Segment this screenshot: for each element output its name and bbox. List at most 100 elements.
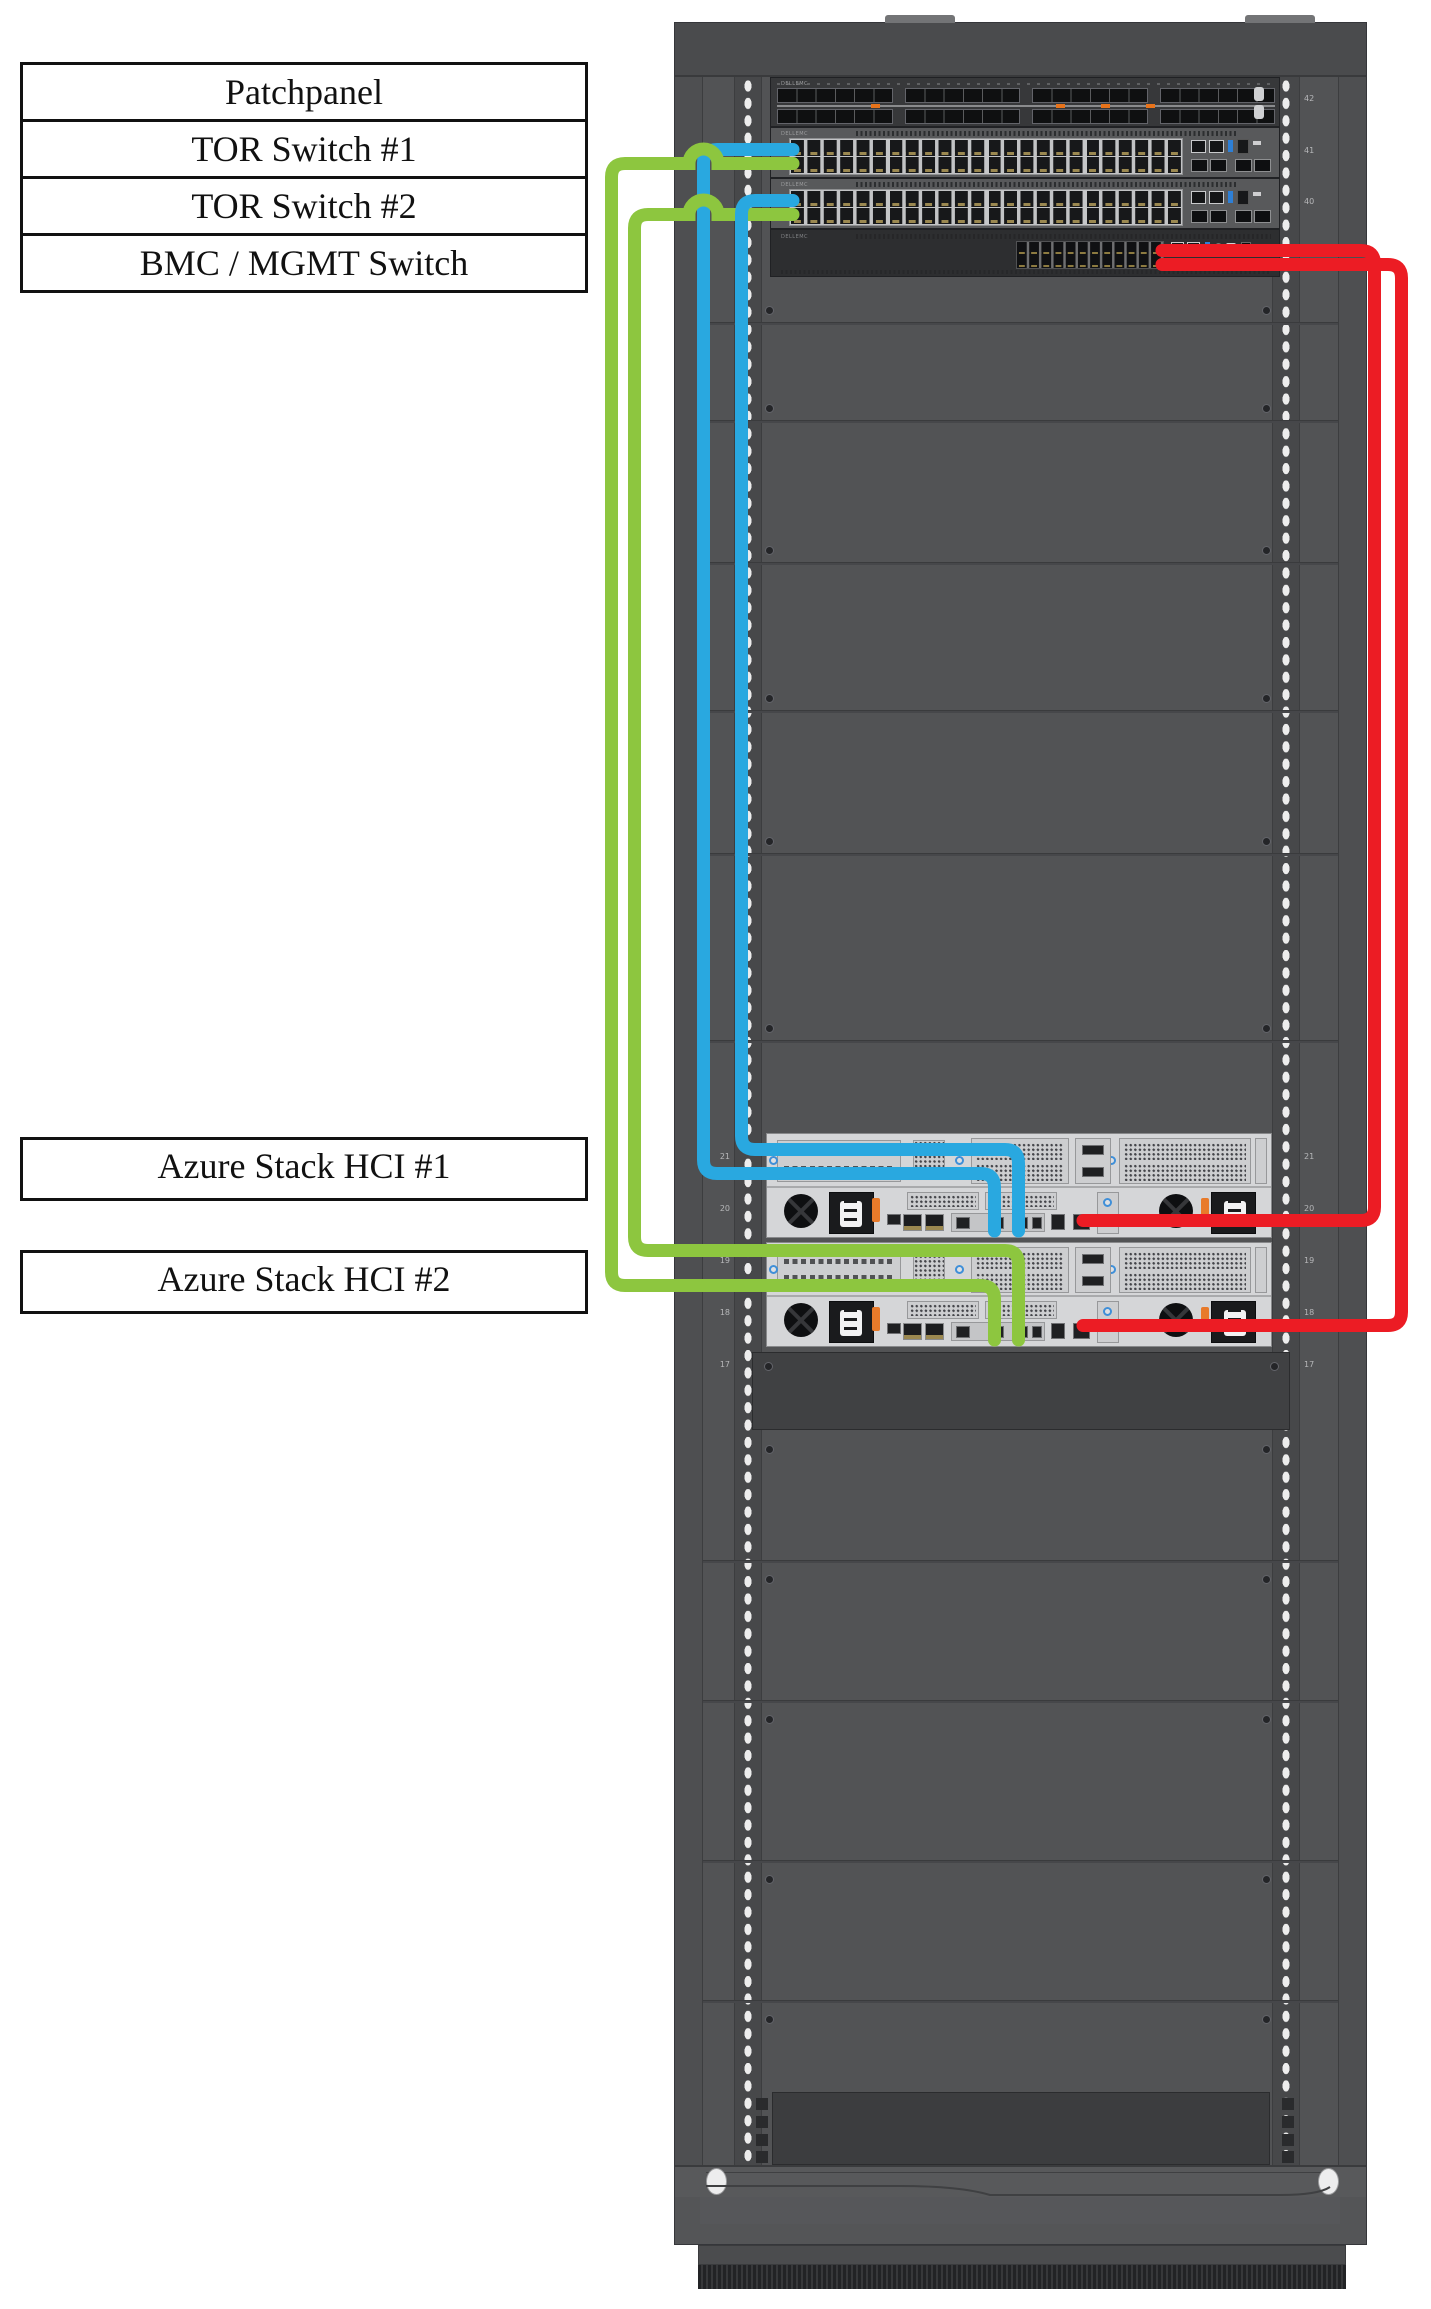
panel-seam: [703, 1040, 1338, 1043]
tor1-console-port: [1253, 141, 1261, 145]
tor-switch-1-unit: DELLEMC: [770, 127, 1280, 178]
panel-screw: [765, 404, 774, 413]
tor2-sfp-port: [1210, 210, 1227, 223]
pcie-riser: [1119, 1247, 1251, 1293]
rack-unit-number: 21: [1304, 1152, 1315, 1161]
panel-clip: [756, 2151, 768, 2163]
psu-clip: [872, 1307, 880, 1331]
panel-clip: [1282, 2134, 1294, 2146]
thumbscrew: [769, 1265, 778, 1274]
panel-seam: [703, 562, 1338, 565]
fan: [784, 1194, 818, 1228]
panel-screw: [1262, 546, 1271, 555]
tor1-stack-display: [1237, 139, 1249, 154]
bmc-console-port: [1226, 243, 1236, 248]
panel-seam: [703, 1700, 1338, 1703]
rack-top-tab: [885, 15, 955, 23]
panel-screw: [765, 1445, 774, 1454]
panel-clip: [1282, 2116, 1294, 2128]
patchpanel-cable-guide: [1254, 87, 1264, 101]
blanking-panel: [752, 1352, 1290, 1430]
tor2-sfp-port: [1191, 210, 1208, 223]
patchpanel-port-group: [1159, 88, 1275, 103]
patchpanel-orange-label: [871, 104, 880, 108]
tor2-sfp-port: [1254, 210, 1271, 223]
panel-screw: [764, 1362, 773, 1371]
rack-unit-number: 20: [1304, 1204, 1315, 1213]
bmc-vent: [781, 270, 1271, 274]
fan: [1159, 1194, 1193, 1228]
rack-right-post: [1338, 77, 1366, 2165]
rack-top-tab: [1245, 15, 1315, 23]
usb-ports: [1051, 1323, 1065, 1339]
panel-screw: [1262, 404, 1271, 413]
nic-slot-strip: [951, 1213, 1045, 1232]
pcie-riser: [971, 1138, 1069, 1184]
tor2-port-group-divider: [886, 190, 890, 225]
thumbscrew: [769, 1156, 778, 1165]
patchpanel-port-group: [904, 88, 1020, 103]
tor1-vent: [856, 131, 1236, 136]
bmc-mgmt-port: [1171, 242, 1184, 254]
patchpanel-orange-label: [1146, 104, 1155, 108]
thumbscrew: [1103, 1198, 1112, 1207]
panel-screw: [765, 306, 774, 315]
tor2-sfp-port: [1235, 210, 1252, 223]
vga-port: [887, 1323, 901, 1334]
idrac-port: [1073, 1214, 1090, 1230]
patchpanel-numbers-strip: [777, 83, 1275, 85]
panel-clip: [756, 2098, 768, 2110]
tor-switch-2-unit: DELLEMC: [770, 178, 1280, 229]
patchpanel-cable-guide: [1254, 105, 1264, 119]
panel-screw: [1270, 1362, 1279, 1371]
tor2-port-group-divider: [985, 190, 989, 225]
psu-right: [1211, 1301, 1256, 1343]
nic-slot-strip: [951, 1322, 1045, 1341]
rack-base: [698, 2245, 1346, 2265]
tor1-sfp-port: [1210, 159, 1227, 172]
rack-right-rail: [1272, 77, 1300, 2165]
io-card: [985, 1301, 1057, 1319]
patchpanel-port-group: [1159, 109, 1275, 124]
panel-clip: [1282, 2098, 1294, 2110]
rack-top-band: [675, 23, 1366, 77]
rack-unit-number: 40: [1304, 197, 1315, 206]
tor2-brand-text: DELLEMC: [781, 182, 809, 188]
patchpanel-port-group: [1032, 109, 1148, 124]
panel-screw: [1262, 1445, 1271, 1454]
tor2-mgmt-port: [1191, 191, 1206, 204]
band-screw: [1318, 2168, 1339, 2195]
psu-clip: [1201, 1307, 1209, 1331]
tor2-vent: [856, 182, 1236, 187]
band-seam-line: [706, 2172, 1336, 2173]
rack-left-rail: [734, 77, 762, 2165]
pcie-riser: [1119, 1138, 1251, 1184]
edge-strip: [1255, 1138, 1267, 1184]
label-azure-stack-hci-1: Azure Stack HCI #1: [157, 1146, 451, 1186]
tor2-stack-display: [1237, 190, 1249, 205]
rack-interior: [703, 77, 1339, 2165]
tor2-port-block: [789, 189, 1183, 226]
fan: [1159, 1303, 1193, 1337]
panel-screw: [765, 1575, 774, 1584]
panel-screw: [765, 694, 774, 703]
nic-port: [903, 1323, 922, 1340]
server-hci1: [766, 1133, 1272, 1238]
riser-bracket: [1075, 1138, 1111, 1184]
bottom-blanking-panel: [772, 2092, 1270, 2165]
panel-screw: [765, 2015, 774, 2024]
chassis-split: [767, 1295, 1271, 1297]
panel-screw: [1262, 1575, 1271, 1584]
tor2-mgmt-port: [1209, 191, 1224, 204]
thumbscrew: [1103, 1307, 1112, 1316]
label-tor-switch-2: TOR Switch #2: [23, 179, 585, 236]
tor1-port-block: [789, 138, 1183, 175]
tor2-usb-port: [1228, 191, 1233, 203]
panel-screw: [765, 1024, 774, 1033]
patchpanel-orange-label: [1101, 104, 1110, 108]
panel-screw: [1262, 1024, 1271, 1033]
rack-bottom-band: [675, 2165, 1366, 2197]
psu-clip: [1201, 1198, 1209, 1222]
tor1-brand-text: DELLEMC: [781, 131, 809, 137]
switch-label-table: Patchpanel TOR Switch #1 TOR Switch #2 B…: [20, 62, 588, 293]
